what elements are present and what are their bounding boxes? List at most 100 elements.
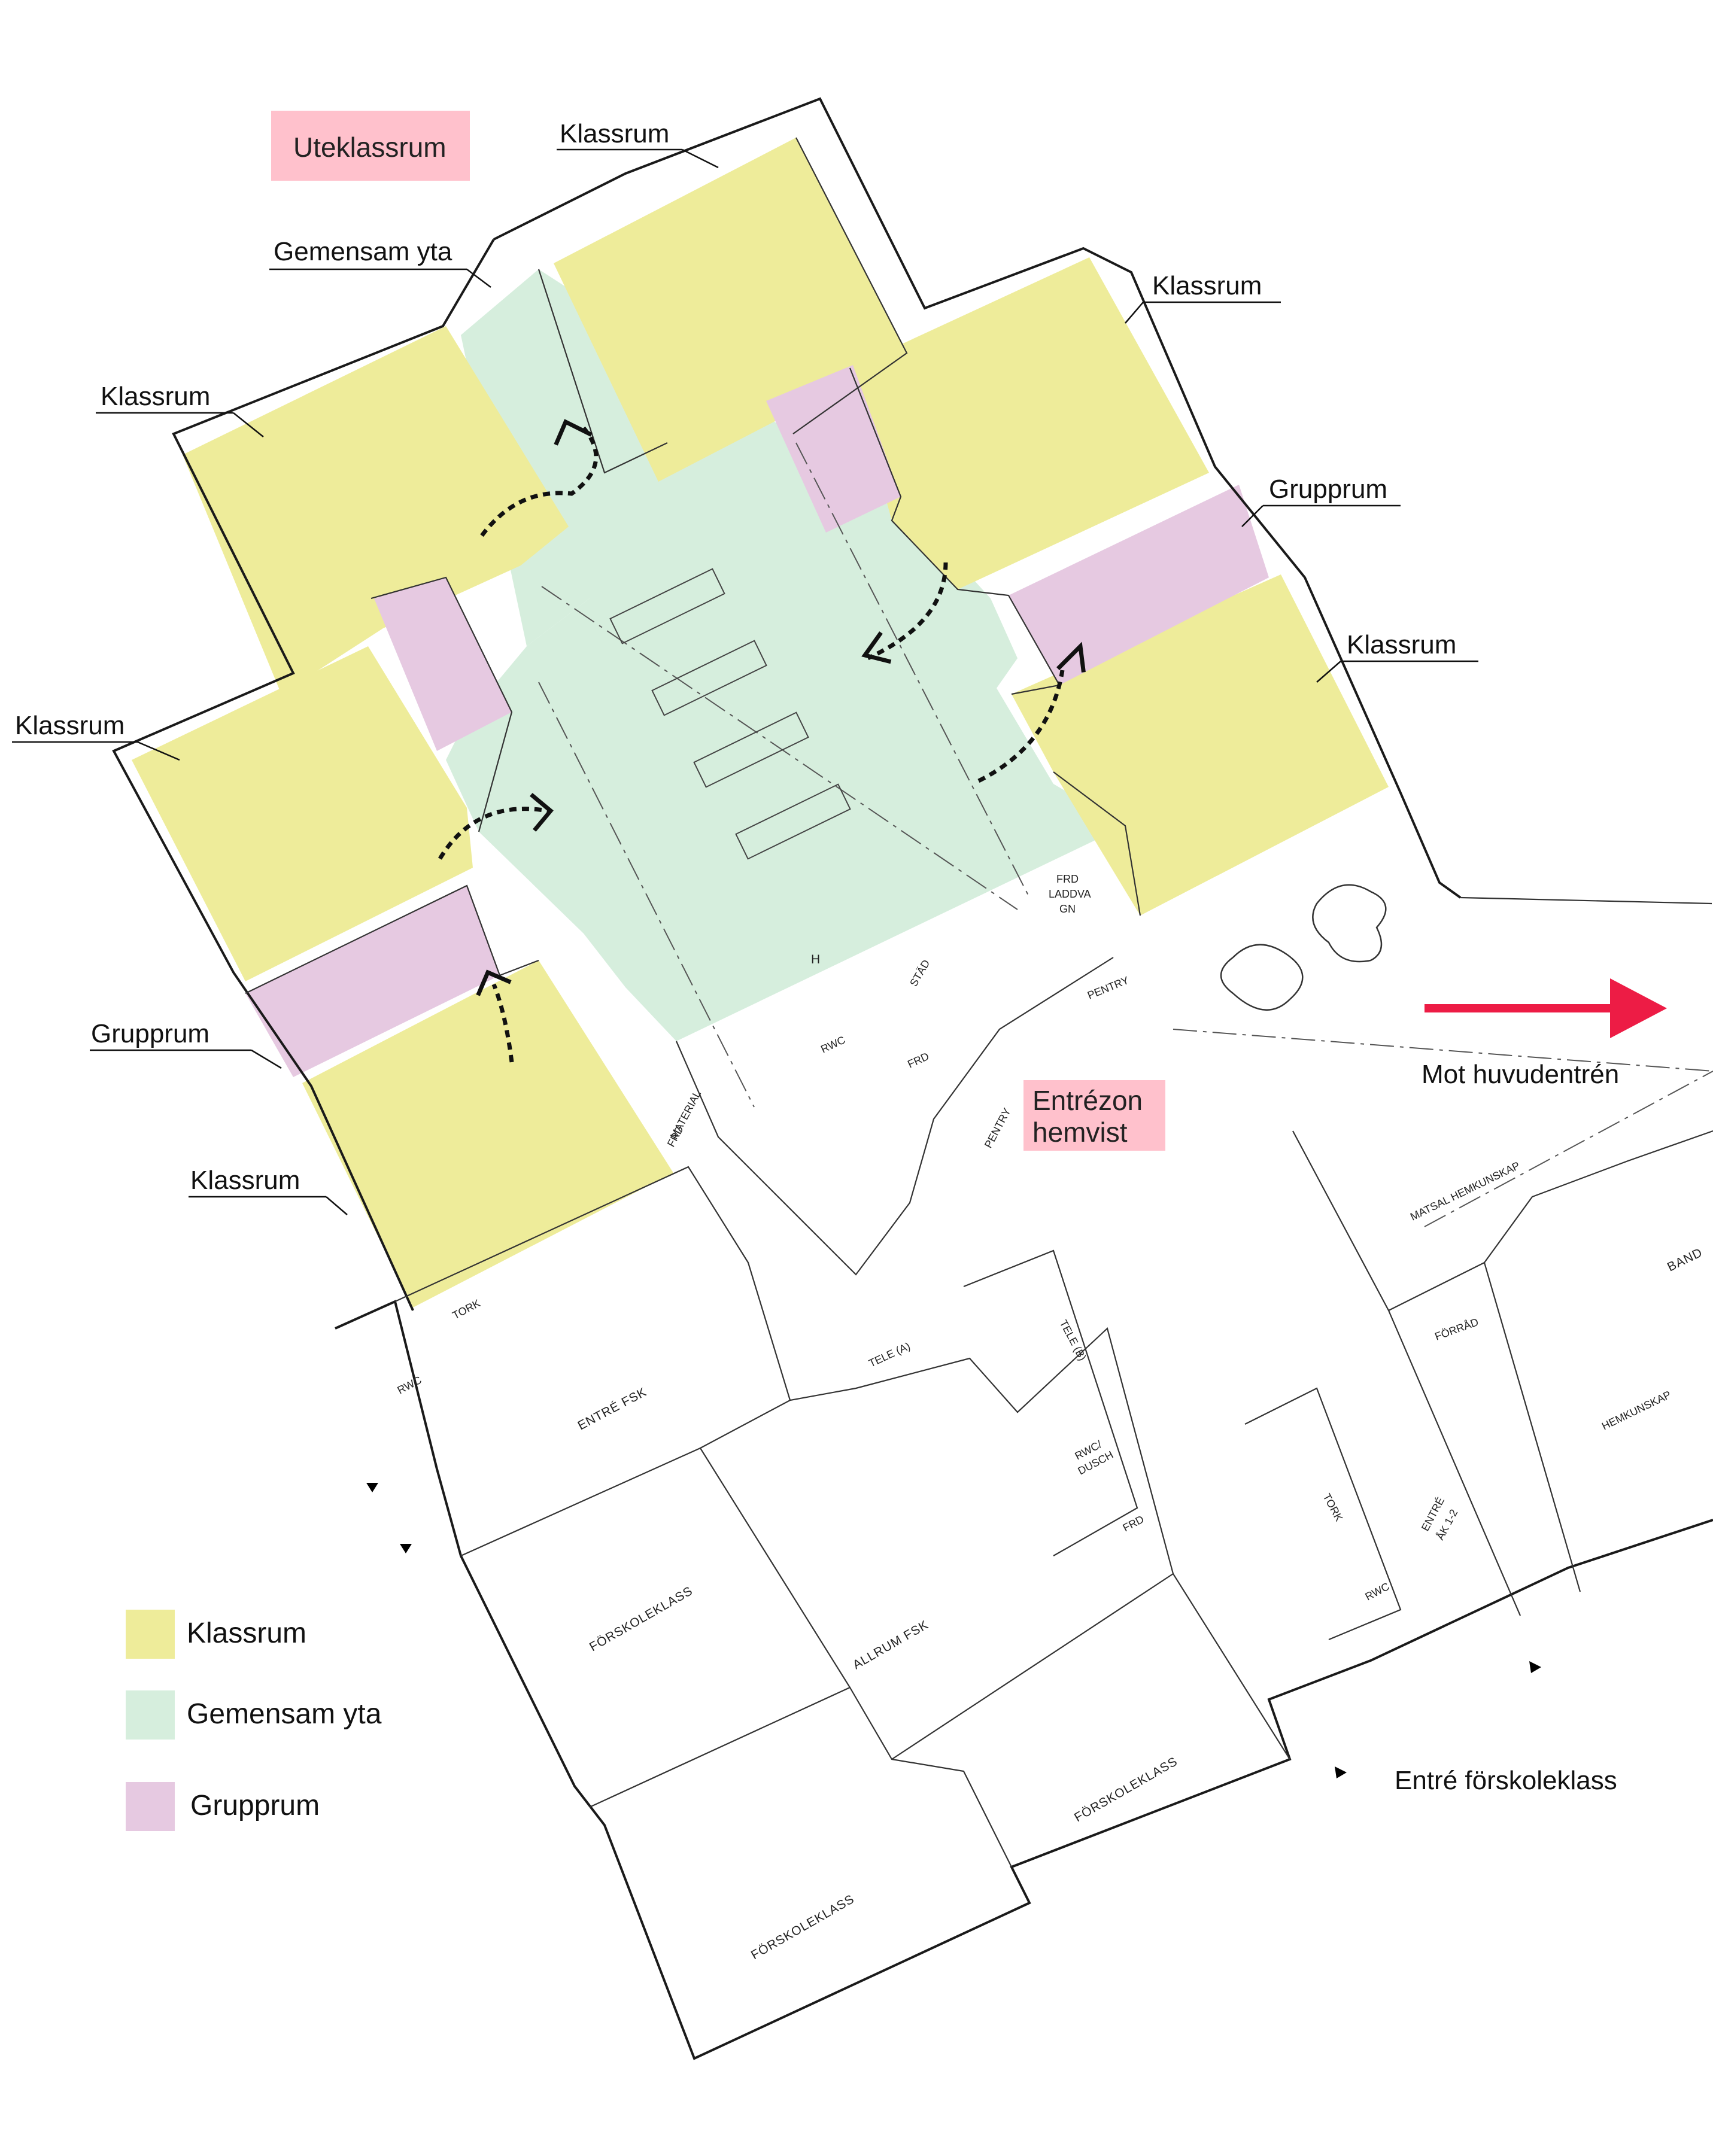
zone-klassrum-left — [132, 646, 473, 981]
leader-gemensam-b — [466, 269, 491, 288]
legend-swatch-grupprum — [126, 1782, 175, 1831]
leader-klassrum-ur-b — [1125, 302, 1144, 324]
wall-outline-top — [493, 97, 1462, 899]
wall-lower-fsk-3 — [891, 1573, 1290, 1760]
move-arrow-4 — [438, 807, 548, 860]
wall-corridor — [537, 269, 668, 474]
room-frd-laddvagn-3: GN — [1059, 903, 1076, 915]
wall-inner-3 — [370, 576, 513, 832]
uteklassrum-box — [271, 111, 470, 181]
move-arrow-1 — [480, 426, 599, 537]
callouts: Klassrum Gemensam yta Klassrum Klassrum … — [12, 119, 1478, 1215]
entry-marker-2 — [400, 1544, 412, 1553]
room-entre-fsk: ENTRÉ FSK — [576, 1385, 649, 1433]
callout-klassrum-bottom: Klassrum — [190, 1166, 300, 1195]
wall-lower-entre — [394, 1166, 791, 1401]
legend: Klassrum Gemensam yta Grupprum — [126, 1610, 382, 1831]
wall-inner-1 — [792, 137, 908, 434]
room-tele-b: TELE (B) — [1057, 1318, 1088, 1363]
axis-cross-2 — [538, 682, 755, 1108]
bench-1 — [609, 568, 725, 644]
room-labels: H FRD LADDVA GN PENTRY STÄD RWC FRD PENT… — [395, 873, 1705, 1962]
room-rwc-1: RWC — [819, 1033, 847, 1055]
wall-lower-fsk-2 — [849, 1687, 1012, 1868]
move-arrow-2-head — [861, 631, 892, 664]
wall-lower-right-block — [1244, 1387, 1402, 1641]
wall-lower-corridor — [1292, 1130, 1521, 1616]
wall-outline-left — [112, 238, 495, 1311]
leader-klassrum-left-b — [137, 741, 180, 761]
outdoor-shapes — [1220, 884, 1387, 1011]
callout-klassrum-left: Klassrum — [15, 711, 124, 740]
blob-1 — [1220, 944, 1304, 1011]
zone-klassrum-upper-left — [183, 326, 569, 694]
move-arrow-1-head — [554, 419, 593, 446]
entry-marker-4 — [1335, 1766, 1347, 1778]
axis-cross — [795, 442, 1030, 898]
leader-klassrum-top-b — [682, 148, 719, 169]
legend-swatch-gemensam — [126, 1690, 175, 1740]
room-rwc-2: RWC — [395, 1374, 423, 1397]
entrezon-label-1: Entrézon — [1032, 1085, 1143, 1116]
legend-label-gemensam: Gemensam yta — [187, 1698, 382, 1730]
entre-forskoleklass-label: Entré förskoleklass — [1395, 1766, 1617, 1795]
benches — [609, 568, 851, 860]
room-hemkunskap: HEMKUNSKAP — [1600, 1388, 1673, 1432]
wall-lower-allrum — [700, 1327, 1174, 1574]
blob-2 — [1312, 884, 1387, 963]
entry-markers — [366, 1483, 1541, 1778]
leader-klassrum-bottom-b — [326, 1196, 348, 1215]
legend-swatch-klassrum — [126, 1610, 175, 1659]
callout-klassrum-upper-left: Klassrum — [101, 382, 210, 411]
room-forskoleklass-2: FÖRSKOLEKLASS — [1072, 1754, 1180, 1824]
bench-4 — [735, 783, 851, 860]
move-arrow-3-head — [1056, 641, 1086, 673]
zone-grupprum-left — [245, 886, 500, 1077]
room-h: H — [811, 953, 821, 966]
room-allrum-fsk: ALLRUM FSK — [851, 1617, 931, 1672]
wall-lower-fsk-1 — [460, 1447, 851, 1808]
room-forskoleklass-1: FÖRSKOLEKLASS — [587, 1584, 695, 1654]
room-pentry-diag: PENTRY — [982, 1106, 1013, 1150]
move-arrow-5-head — [476, 969, 512, 996]
entrezon-box — [1023, 1080, 1165, 1151]
entry-marker-1 — [366, 1483, 378, 1492]
entry-marker-3 — [1529, 1661, 1541, 1673]
callout-klassrum-right: Klassrum — [1347, 630, 1456, 659]
uteklassrum-label: Uteklassrum — [293, 132, 447, 163]
zone-grupprum-upper-left — [374, 577, 512, 751]
room-matsal: MATSAL HEMKUNSKAP — [1408, 1159, 1521, 1223]
room-tele-a: TELE (A) — [867, 1340, 912, 1369]
wall-lower-outline — [335, 1300, 1713, 2060]
room-bandy: BAND — [1665, 1245, 1705, 1274]
callout-grupprum-left: Grupprum — [91, 1019, 209, 1048]
wall-lower-hk-2 — [1483, 1262, 1581, 1592]
leader-klassrum-ul-b — [233, 412, 264, 437]
wall-lower-mid — [675, 957, 1114, 1276]
axis-lower-2 — [1424, 1071, 1713, 1227]
movement-arrows — [438, 419, 1086, 1063]
callout-klassrum-top: Klassrum — [560, 119, 669, 148]
zone-gemensam-central — [446, 269, 1125, 1041]
legend-label-klassrum: Klassrum — [187, 1617, 306, 1649]
axis-lower — [1173, 1029, 1713, 1072]
wall-ext-right — [1460, 896, 1712, 905]
walls-upper — [112, 97, 1712, 1311]
walls-lower — [335, 957, 1713, 2060]
room-frd-laddvagn-2: LADDVA — [1049, 888, 1091, 900]
bench-3 — [693, 711, 809, 788]
room-forskoleklass-3: FÖRSKOLEKLASS — [749, 1892, 857, 1962]
legend-label-grupprum: Grupprum — [190, 1790, 320, 1821]
wall-inner-5 — [1053, 771, 1141, 916]
room-frd-laddvagn-1: FRD — [1056, 873, 1079, 885]
room-stad: STÄD — [907, 957, 932, 989]
wall-lower-wc-block — [963, 1249, 1138, 1556]
zone-grupprum-top — [766, 365, 901, 533]
room-tork-2: TORK — [1320, 1491, 1345, 1523]
leader-grupprum-left-b — [251, 1049, 282, 1069]
room-forrad: FÖRRÅD — [1433, 1316, 1480, 1343]
wall-lower-hk — [1388, 1130, 1713, 1311]
room-pentry-top: PENTRY — [1086, 974, 1131, 1002]
room-tork-1: TORK — [450, 1297, 482, 1322]
